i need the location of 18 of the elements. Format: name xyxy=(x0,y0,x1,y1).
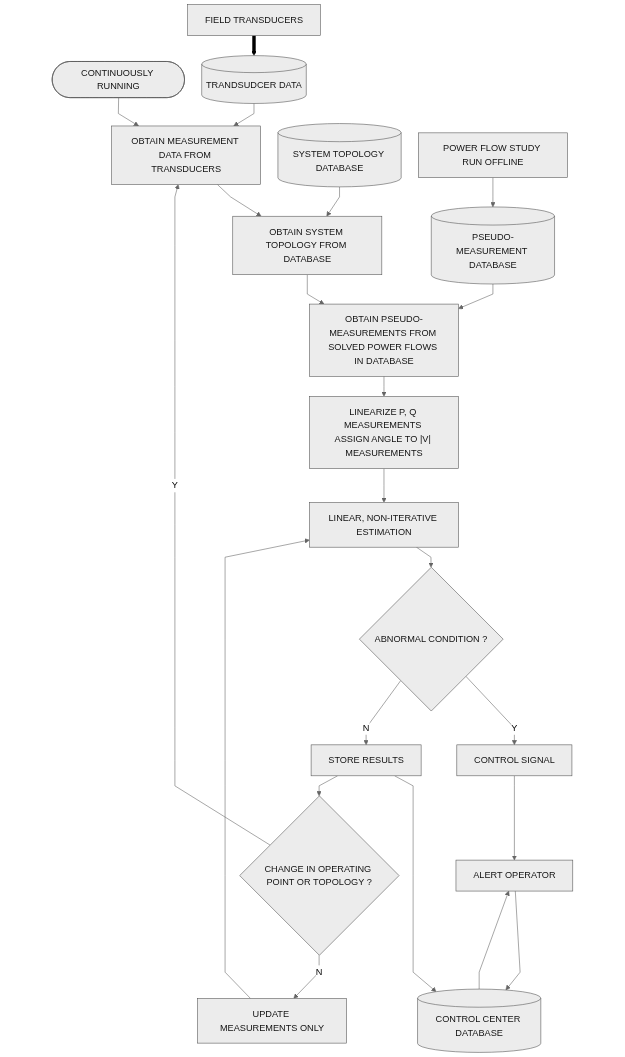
node-box: STORE RESULTS xyxy=(310,744,422,777)
node-box: FIELD TRANSDUCERS xyxy=(187,4,321,36)
arrow xyxy=(251,35,257,56)
edge-label: N xyxy=(315,967,323,977)
node-box: UPDATE MEASUREMENTS ONLY xyxy=(197,998,347,1044)
node-box: LINEARIZE P, Q MEASUREMENTS ASSIGN ANGLE TO |V| MEASUREMENTS xyxy=(309,396,459,469)
node-box: LINEAR, NON-ITERATIVE ESTIMATION xyxy=(309,502,459,548)
edge-label: Y xyxy=(171,480,178,491)
node-box: OBTAIN MEASUREMENT DATA FROM TRANSDUCERS xyxy=(111,125,261,185)
node-diamond: CHANGE IN OPERATING POINT OR TOPOLOGY ? xyxy=(239,795,400,956)
edge-label: N xyxy=(362,722,370,733)
node-box: POWER FLOW STUDY RUN OFFLINE xyxy=(418,132,568,178)
node-box: CONTROL SIGNAL xyxy=(456,744,573,777)
node-box: OBTAIN SYSTEM TOPOLOGY FROM DATABASE xyxy=(232,215,383,275)
node-box: ALERT OPERATOR xyxy=(455,859,574,892)
node-box: OBTAIN PSEUDO-MEASUREMENTS FROM SOLVED POWER FLOWS IN DATABASE xyxy=(309,303,459,377)
node-diamond: ABNORMAL CONDITION ? xyxy=(359,566,504,712)
edge-label: Y xyxy=(511,722,518,733)
